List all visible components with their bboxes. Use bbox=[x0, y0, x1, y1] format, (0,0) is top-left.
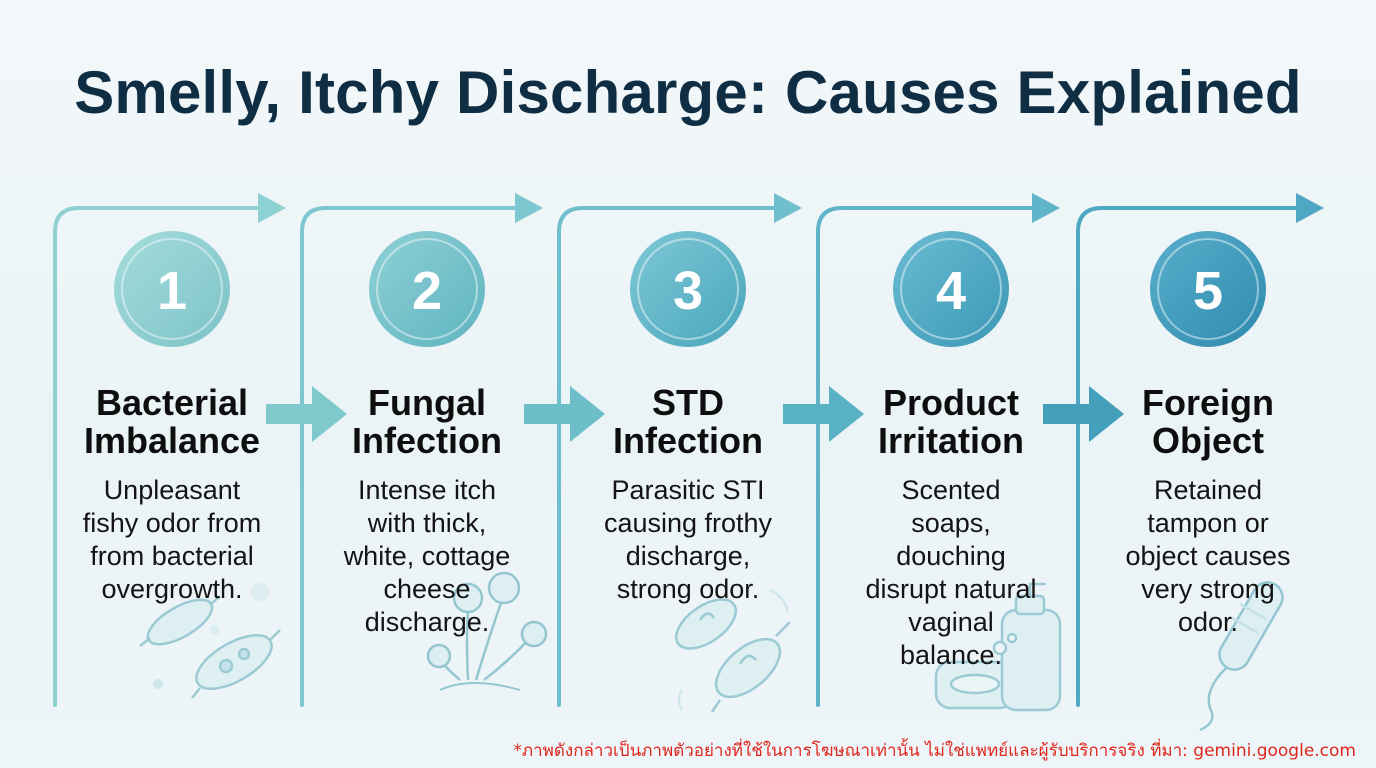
connector-arrow-3 bbox=[783, 386, 864, 442]
flow-line-3 bbox=[557, 206, 780, 707]
bacteria-icon bbox=[139, 583, 281, 699]
connector-arrow-1 bbox=[266, 386, 347, 442]
arrowhead-3 bbox=[774, 193, 802, 223]
connector-arrow-4 bbox=[1043, 386, 1124, 442]
connector-arrow-2 bbox=[524, 386, 605, 442]
fungus-icon bbox=[426, 571, 548, 691]
step-description: Unpleasant fishy odor from from bacteria… bbox=[82, 475, 262, 604]
step-number: 5 bbox=[1192, 261, 1224, 321]
flow-line-2 bbox=[300, 206, 521, 707]
step-description: Intense itch with thick, white, cottage … bbox=[343, 475, 511, 637]
step-number: 3 bbox=[672, 261, 704, 321]
flow-line-1 bbox=[53, 206, 264, 707]
tampon-icon bbox=[1199, 581, 1284, 732]
step-title: Product Irritation bbox=[877, 382, 1024, 461]
disclaimer: *ภาพดังกล่าวเป็นภาพตัวอย่างที่ใช้ในการโฆ… bbox=[513, 741, 1356, 761]
step-title: Bacterial Imbalance bbox=[83, 382, 261, 461]
number-circle-3 bbox=[630, 231, 746, 347]
step-title: Fungal Infection bbox=[352, 382, 502, 461]
arrowhead-2 bbox=[515, 193, 543, 223]
number-circle-4 bbox=[893, 231, 1009, 347]
step-description: Scented soaps, douching disrupt natural … bbox=[865, 475, 1037, 670]
step-number: 1 bbox=[156, 261, 188, 321]
step-number: 2 bbox=[411, 261, 443, 321]
parasite-icon bbox=[675, 588, 791, 713]
arrowhead-1 bbox=[258, 193, 286, 223]
step-title: Foreign Object bbox=[1142, 382, 1274, 461]
step-description: Parasitic STI causing frothy discharge, … bbox=[603, 475, 773, 604]
arrowhead-4 bbox=[1032, 193, 1060, 223]
number-circle-1 bbox=[114, 231, 230, 347]
step-number: 4 bbox=[935, 261, 967, 321]
arrowhead-5 bbox=[1296, 193, 1324, 223]
soap-bottle-icon bbox=[934, 582, 1062, 712]
flow-line-5 bbox=[1076, 206, 1302, 707]
step-description: Retained tampon or object causes very st… bbox=[1125, 475, 1291, 637]
step-title: STD Infection bbox=[613, 382, 763, 461]
number-circle-5 bbox=[1150, 231, 1266, 347]
page-title: Smelly, Itchy Discharge: Causes Explaine… bbox=[74, 59, 1302, 126]
number-circle-2 bbox=[369, 231, 485, 347]
flow-line-4 bbox=[816, 206, 1038, 707]
